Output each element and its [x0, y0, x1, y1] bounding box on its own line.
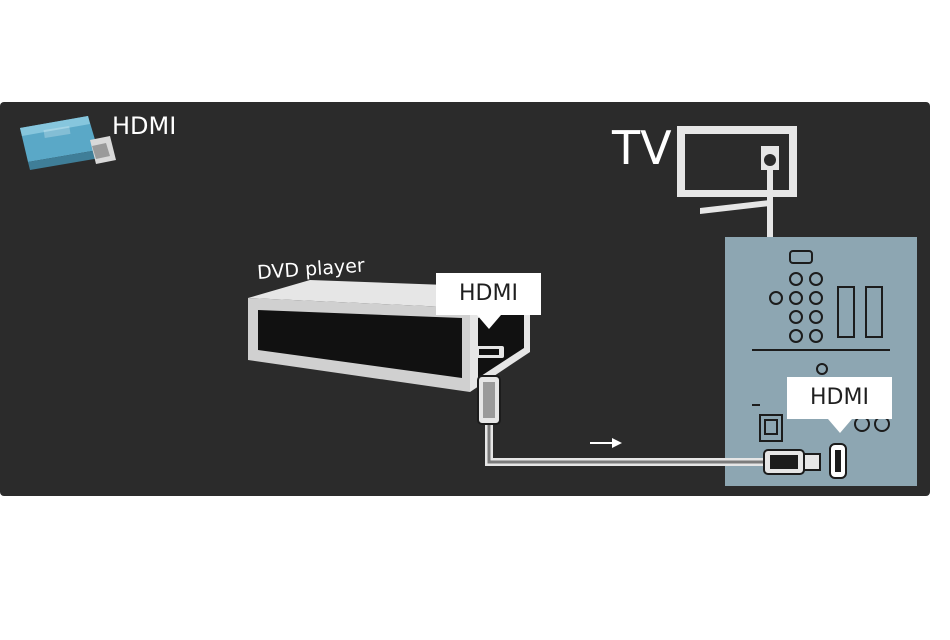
hdmi-connector-icon	[20, 116, 116, 170]
hdmi-legend-label: HDMI	[112, 112, 176, 140]
tv-connector-panel-icon	[725, 237, 917, 486]
dvd-hdmi-port-callout: HDMI	[436, 273, 541, 315]
tv-hdmi-port-callout: HDMI	[787, 377, 892, 419]
tv-title: TV	[612, 121, 672, 175]
arrow-right-icon	[590, 438, 622, 448]
tv-icon	[677, 126, 797, 214]
